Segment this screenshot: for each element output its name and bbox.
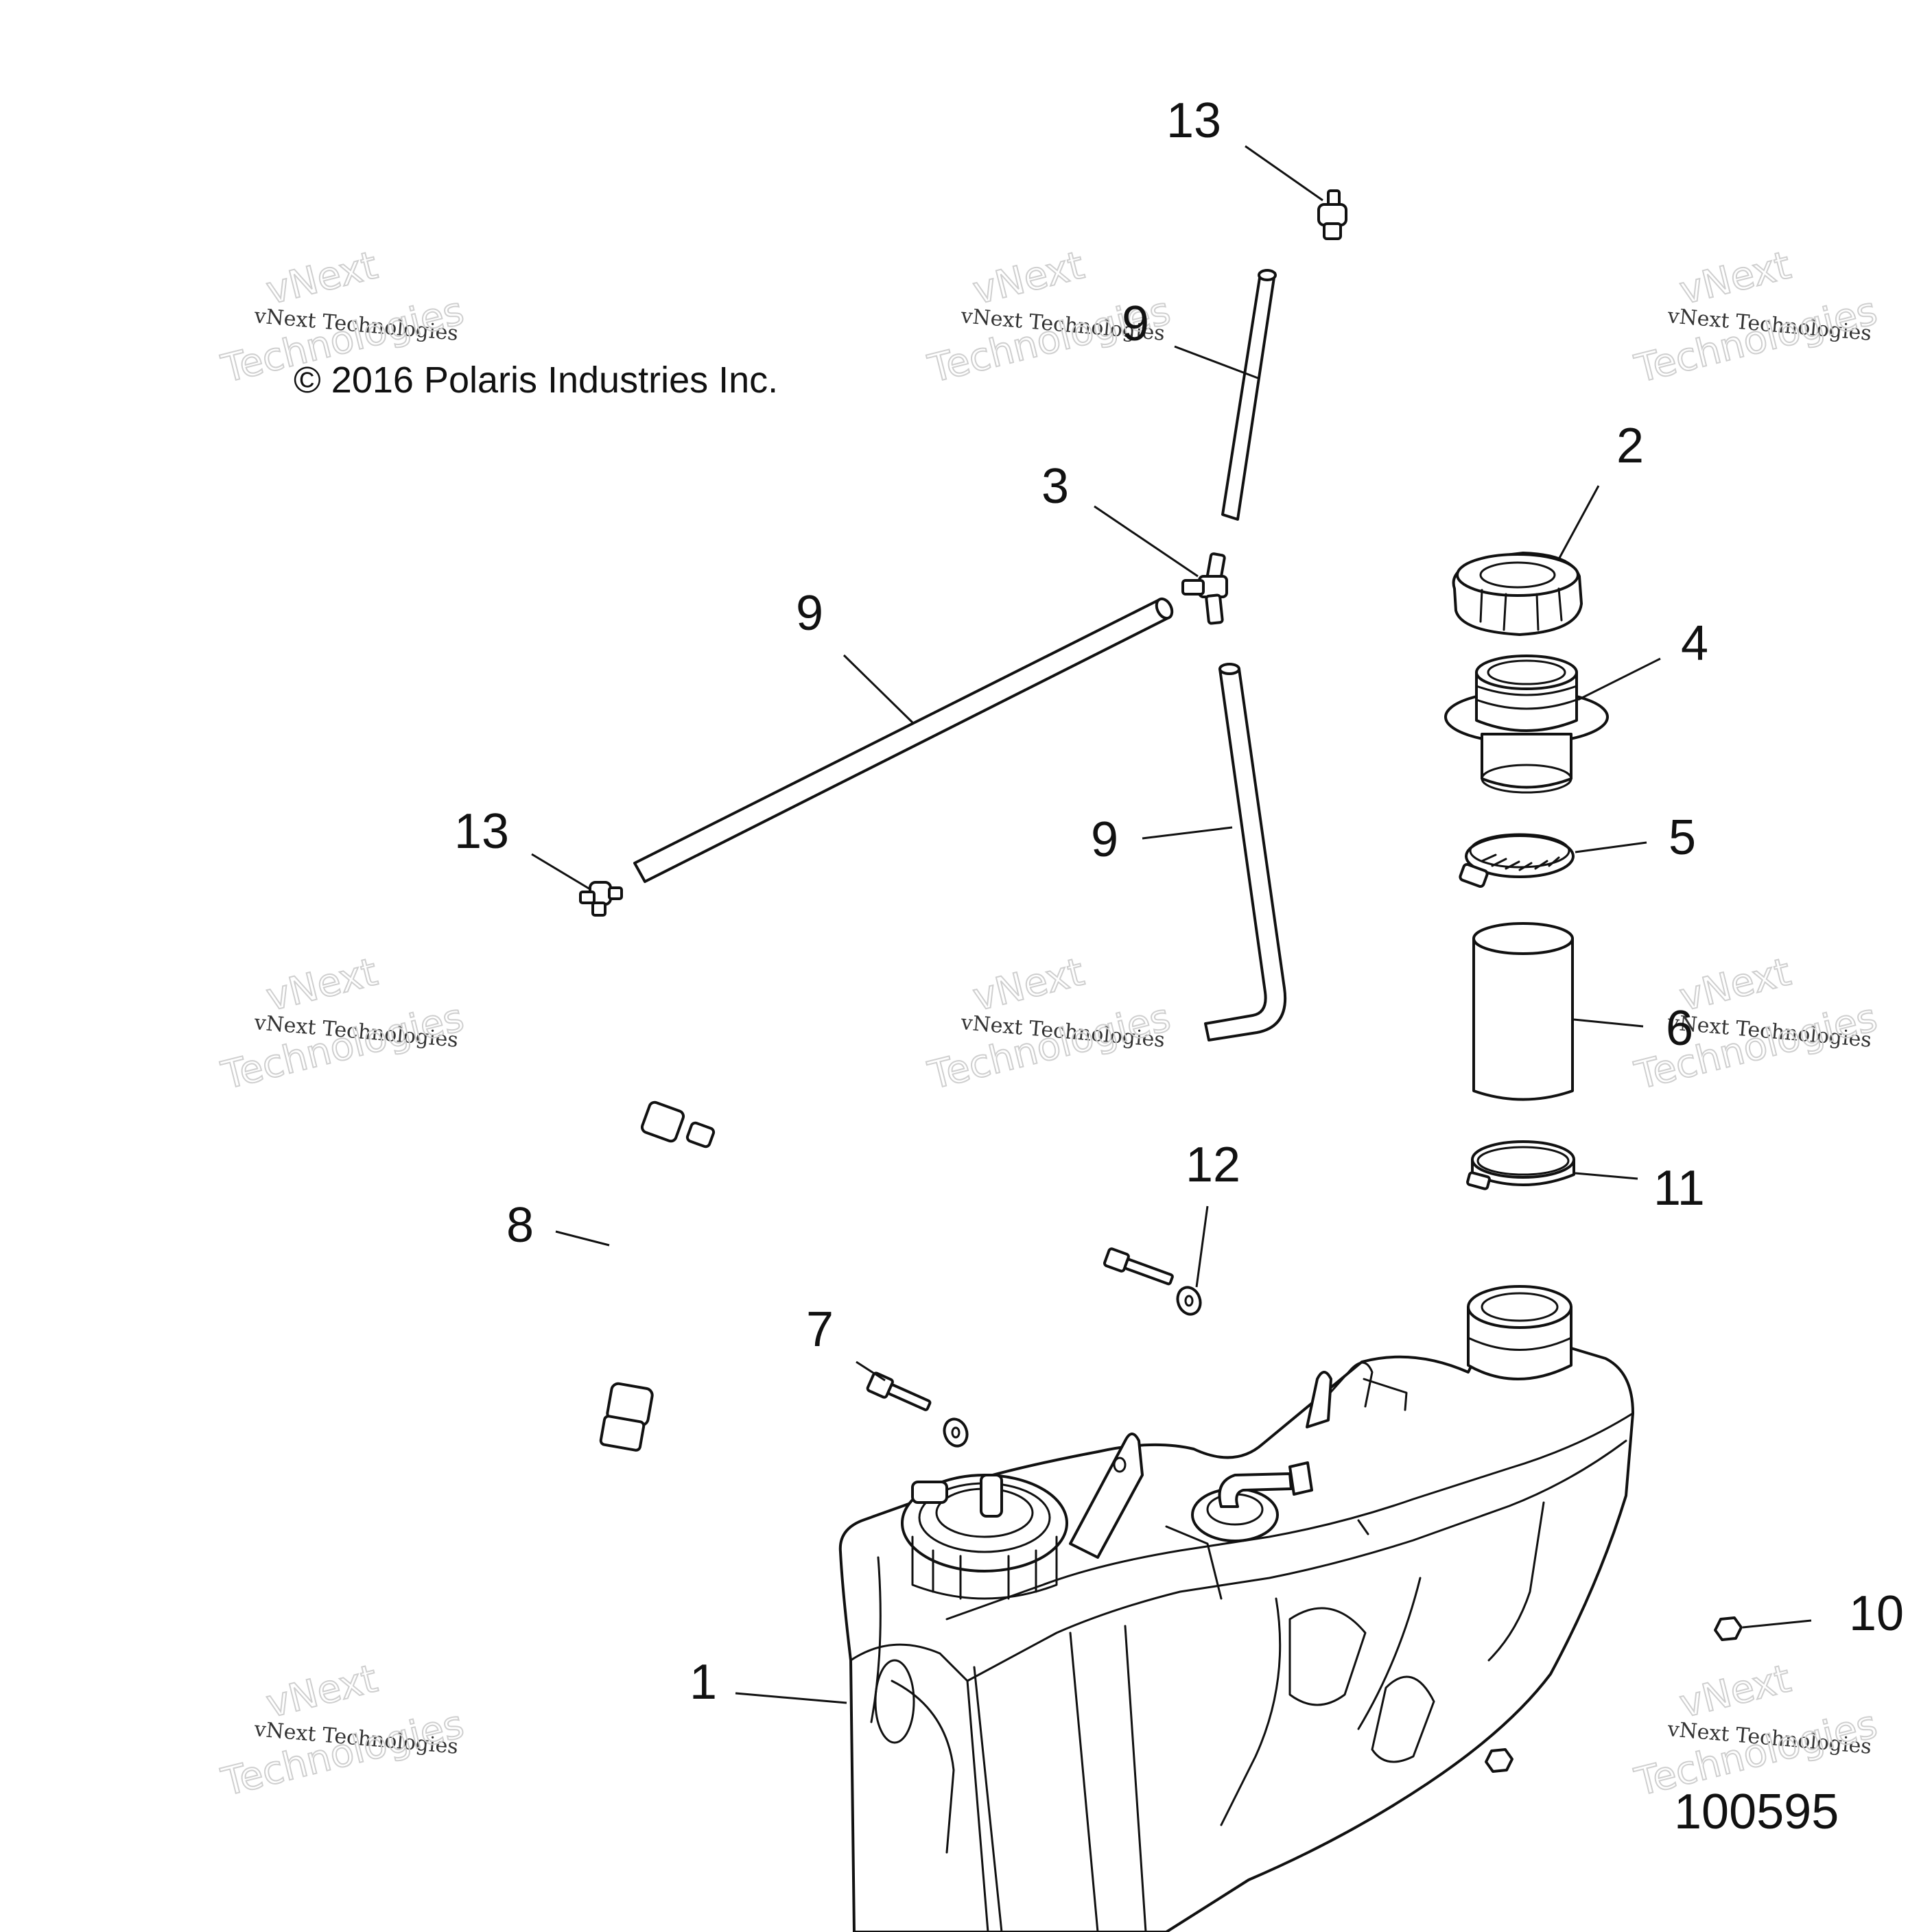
bolt-and-washer-7 [866,1371,969,1448]
callout-3: 3 [1041,459,1069,514]
hose-clamp-upper [1459,833,1575,888]
callout-11: 11 [1653,1161,1705,1216]
bolt-and-washer-12 [1103,1247,1202,1316]
watermark: vNext vNext Technologies Technologies [1630,1656,1883,1806]
watermark-line1: vNext [969,243,1088,314]
watermark-line1: vNext [969,950,1088,1020]
vent-hose-bent [1204,663,1287,1041]
watermark-line1: vNext [1675,1656,1795,1727]
vent-valve-top [1317,189,1347,240]
callout-2: 2 [1616,419,1644,473]
fuel-cap [1452,552,1583,636]
watermark: vNext vNext Technologies Technologies [217,949,469,1099]
watermark-line1: vNext [1675,243,1795,314]
leader-lines [531,145,1812,1704]
watermark: vNext vNext Technologies Technologies [923,949,1176,1099]
callout-5: 5 [1669,810,1696,865]
filler-neck [1444,655,1609,794]
watermark: vNext vNext Technologies Technologies [217,1656,469,1806]
watermark: vNext vNext Technologies Technologies [1630,242,1883,392]
vent-valve-left [579,881,623,917]
callout-6: 6 [1666,1001,1693,1056]
callout-9-long: 9 [796,586,823,641]
watermark-line1: vNext [262,1656,381,1727]
watermark-line1: vNext [262,243,381,314]
watermark-line1: vNext [262,950,381,1020]
fuel-tank [838,1285,1634,1932]
figure-number: 100595 [1674,1784,1839,1839]
watermark-line1: vNext [1675,950,1795,1020]
vent-hose-long [633,597,1174,883]
callout-10: 10 [1849,1586,1904,1641]
fuel-line [576,1100,716,1452]
vent-hose-upper [1221,269,1277,521]
callout-7: 7 [806,1302,834,1357]
copyright-notice: © 2016 Polaris Industries Inc. [294,360,778,401]
callout-9-upper: 9 [1122,296,1149,351]
callout-9-bent: 9 [1091,812,1118,867]
filler-hose [1472,922,1574,1101]
callout-12: 12 [1186,1138,1240,1192]
callouts: 13 9 3 2 9 4 13 9 5 6 12 11 8 7 10 1 [454,93,1904,1710]
callout-1: 1 [690,1655,717,1710]
hose-clamp-lower [1466,1140,1575,1190]
tee-fitting [1181,552,1228,625]
callout-8: 8 [506,1198,534,1253]
callout-13-left: 13 [454,804,509,859]
callout-13-top: 13 [1166,93,1221,148]
nuts-10 [1485,1616,1743,1773]
callout-4: 4 [1681,616,1708,671]
